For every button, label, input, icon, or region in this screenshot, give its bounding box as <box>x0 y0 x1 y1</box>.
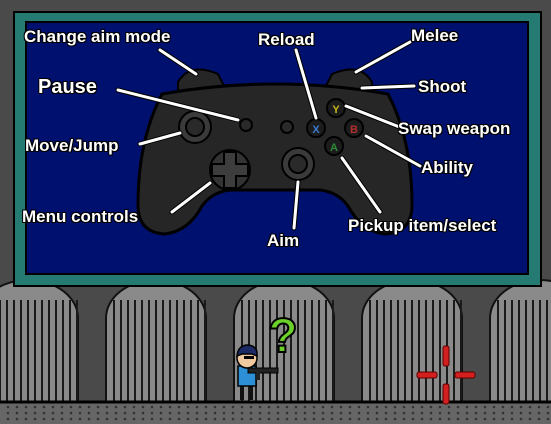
controls-screen <box>25 21 529 275</box>
dpad-icon <box>211 151 249 189</box>
menu-controls-label: Menu controls <box>22 207 139 226</box>
change-aim-mode-label: Change aim mode <box>24 27 171 46</box>
svg-text:?: ? <box>268 310 297 363</box>
b-button-icon <box>344 118 364 138</box>
move-jump-label: Move/Jump <box>25 136 119 155</box>
menu-button-icon <box>280 120 294 134</box>
a-button-icon <box>324 136 344 156</box>
floor <box>0 402 551 424</box>
pause-label: Pause <box>38 76 97 98</box>
melee-label: Melee <box>411 26 459 45</box>
shoot-label: Shoot <box>418 77 467 96</box>
a-button-label: A <box>330 142 338 154</box>
swap-weapon-label: Swap weapon <box>398 119 511 138</box>
y-button-label: Y <box>332 104 340 116</box>
player-character <box>236 344 279 400</box>
ability-label: Ability <box>421 158 473 177</box>
gun-icon <box>247 367 279 374</box>
crosshair-icon <box>416 345 476 405</box>
pause-button-icon <box>239 118 253 132</box>
x-button-label: X <box>312 124 320 136</box>
b-button-label: B <box>350 124 358 136</box>
reload-label: Reload <box>258 30 315 49</box>
aim-label: Aim <box>267 231 300 250</box>
pointer-lines <box>115 39 423 231</box>
pickup-item-select-label: Pickup item/select <box>348 216 497 235</box>
question-mark-icon: ? <box>267 309 298 364</box>
gamepad-illustration: X Y B A <box>136 68 414 236</box>
